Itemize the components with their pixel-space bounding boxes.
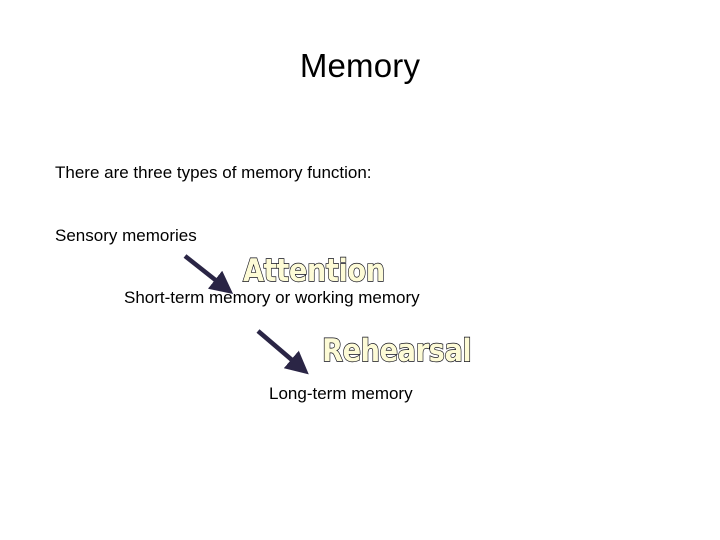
short-term-memory-text: Short-term memory or working memory bbox=[124, 288, 420, 307]
attention-wordart: Attention bbox=[242, 253, 385, 289]
attention-arrow-icon bbox=[183, 254, 234, 294]
intro-text: There are three types of memory function… bbox=[55, 163, 372, 182]
rehearsal-arrow-icon bbox=[256, 329, 309, 375]
long-term-memory-text: Long-term memory bbox=[269, 384, 413, 403]
page-title: Memory bbox=[299, 47, 421, 84]
rehearsal-wordart: Rehearsal bbox=[321, 333, 472, 369]
sensory-memories-text: Sensory memories bbox=[55, 226, 197, 245]
